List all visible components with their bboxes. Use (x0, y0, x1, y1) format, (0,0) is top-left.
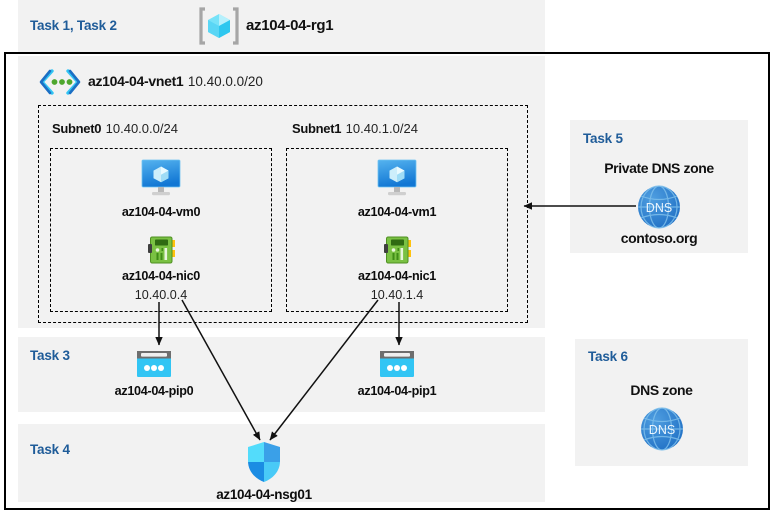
subnet-1-resources-box (286, 148, 508, 312)
resource-group-name: az104-04-rg1 (246, 17, 334, 34)
vnet-name: az104-04-vnet1 (88, 73, 184, 89)
nic-0-ip: 10.40.0.4 (134, 288, 188, 302)
task-label-1-2: Task 1, Task 2 (30, 18, 117, 33)
subnet-0-resources-box (50, 148, 272, 312)
virtual-network-icon (38, 68, 82, 96)
nic-1-label: az104-04-nic1 (357, 269, 436, 283)
svg-text:DNS: DNS (649, 423, 675, 437)
vm-1-label: az104-04-vm1 (357, 205, 437, 219)
dns-zone-icon: DNS (636, 184, 682, 230)
pip-1-label: az104-04-pip1 (357, 384, 437, 398)
nic-1-ip: 10.40.1.4 (370, 288, 424, 302)
network-interface-icon (147, 235, 177, 265)
task-label-6: Task 6 (588, 349, 628, 364)
resource-group-icon (198, 6, 240, 46)
private-dns-name: contoso.org (620, 230, 698, 246)
subnet-1-name: Subnet1 (292, 121, 342, 136)
resource-group-header-panel (18, 0, 545, 52)
subnet-0-cidr: 10.40.0.0/24 (105, 121, 178, 136)
virtual-machine-icon (376, 158, 418, 198)
vm-0-label: az104-04-vm0 (121, 205, 201, 219)
public-ip-panel (18, 337, 545, 412)
task-label-4: Task 4 (30, 442, 70, 457)
private-dns-heading: Private DNS zone (604, 160, 714, 176)
public-ip-icon (136, 350, 172, 378)
task-label-5: Task 5 (583, 131, 623, 146)
subnet-1-header: Subnet1 10.40.1.0/24 (292, 120, 418, 138)
virtual-machine-icon (140, 158, 182, 198)
network-interface-icon (383, 235, 413, 265)
dns-zone-heading: DNS zone (630, 382, 693, 398)
vnet-header: az104-04-vnet1 10.40.0.0/20 (88, 73, 263, 91)
nic-0-label: az104-04-nic0 (121, 269, 200, 283)
subnet-0-name: Subnet0 (52, 121, 102, 136)
vnet-cidr: 10.40.0.0/20 (187, 74, 263, 89)
network-security-group-icon (246, 441, 282, 483)
nsg-label: az104-04-nsg01 (216, 487, 312, 502)
subnet-1-cidr: 10.40.1.0/24 (345, 121, 418, 136)
svg-text:DNS: DNS (646, 201, 672, 215)
task-label-3: Task 3 (30, 348, 70, 363)
vnet-panel (18, 56, 545, 328)
dns-zone-icon: DNS (639, 406, 685, 452)
subnet-0-header: Subnet0 10.40.0.0/24 (52, 120, 178, 138)
public-ip-icon (379, 350, 415, 378)
pip-0-label: az104-04-pip0 (114, 384, 194, 398)
